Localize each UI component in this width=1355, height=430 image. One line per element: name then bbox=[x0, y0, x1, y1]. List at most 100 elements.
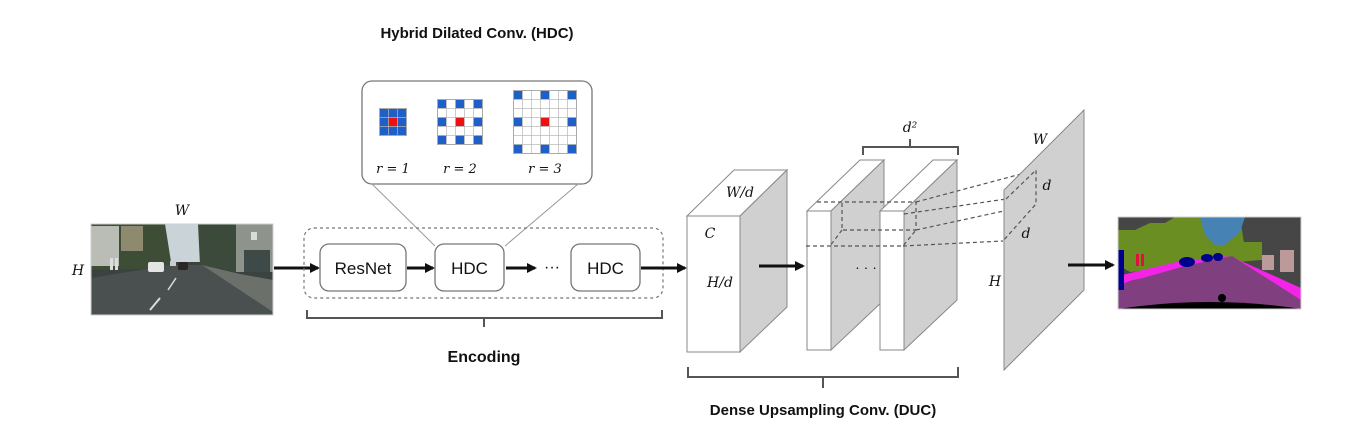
kernel-cell bbox=[540, 135, 550, 145]
kernel-label-r2: r = 2 bbox=[443, 162, 477, 177]
kernel-cell bbox=[531, 108, 541, 118]
kernel-label-r3: r = 3 bbox=[528, 162, 562, 177]
kernel-active-cell bbox=[379, 126, 389, 136]
encoder-ellipsis: ··· bbox=[544, 259, 560, 276]
kernel-center-cell bbox=[540, 117, 550, 127]
kernel-cell bbox=[513, 99, 523, 109]
kernel-cell bbox=[549, 90, 559, 100]
kernel-cell bbox=[522, 108, 532, 118]
duc-ellipsis: · · · bbox=[855, 259, 877, 275]
kernel-center-cell bbox=[455, 117, 465, 127]
kernel-cell bbox=[513, 135, 523, 145]
input-image bbox=[90, 223, 274, 316]
callout-line-left bbox=[371, 183, 436, 247]
kernel-cell bbox=[522, 135, 532, 145]
kernel-cell bbox=[473, 108, 483, 118]
kernel-active-cell bbox=[513, 117, 523, 127]
duc-slab-2 bbox=[878, 158, 959, 352]
kernel-cell bbox=[549, 99, 559, 109]
kernel-cell bbox=[464, 135, 474, 145]
kernel-active-cell bbox=[397, 117, 407, 127]
output-height-label: H bbox=[988, 274, 1002, 290]
kernel-cell bbox=[567, 108, 577, 118]
kernel-cell bbox=[522, 117, 532, 127]
hdc-callout: r = 1 r = 2 r = 3 bbox=[361, 80, 593, 247]
duc-slab-1 bbox=[805, 158, 886, 352]
kernel-active-cell bbox=[437, 135, 447, 145]
kernel-cell bbox=[567, 126, 577, 136]
hdc-1-label: HDC bbox=[451, 259, 488, 278]
kernel-cell bbox=[464, 108, 474, 118]
kernel-cell bbox=[540, 108, 550, 118]
kernel-active-cell bbox=[473, 117, 483, 127]
kernel-cell bbox=[540, 99, 550, 109]
kernel-cell bbox=[558, 108, 568, 118]
kernel-cell bbox=[549, 117, 559, 127]
kernel-cell bbox=[437, 108, 447, 118]
kernel-cell bbox=[464, 99, 474, 109]
kernel-cell bbox=[464, 126, 474, 136]
kernel-cell bbox=[549, 126, 559, 136]
channels-label: d² bbox=[903, 120, 918, 136]
output-d-label-1: d bbox=[1043, 178, 1052, 194]
encoding-brace bbox=[306, 310, 663, 327]
kernel-cell bbox=[549, 135, 559, 145]
kernel-cell bbox=[464, 117, 474, 127]
kernel-active-cell bbox=[455, 135, 465, 145]
kernel-active-cell bbox=[397, 126, 407, 136]
kernel-border bbox=[379, 108, 407, 136]
kernel-label-r1: r = 1 bbox=[376, 162, 410, 177]
kernel-cell bbox=[446, 126, 456, 136]
hdc-title: Hybrid Dilated Conv. (HDC) bbox=[380, 25, 573, 42]
kernel-cell bbox=[558, 117, 568, 127]
output-plane: W d d H bbox=[988, 108, 1085, 372]
kernel-cell bbox=[531, 117, 541, 127]
channels-brace bbox=[862, 139, 959, 155]
kernel-cell bbox=[522, 90, 532, 100]
resnet-label: ResNet bbox=[335, 259, 392, 278]
segmentation-output-image bbox=[1117, 216, 1302, 310]
hdc-block-1: HDC bbox=[434, 243, 505, 292]
kernel-active-cell bbox=[540, 144, 550, 154]
kernel-active-cell bbox=[567, 117, 577, 127]
kernel-cell bbox=[522, 144, 532, 154]
kernel-cell bbox=[437, 126, 447, 136]
kernel-cell bbox=[446, 135, 456, 145]
kernel-active-cell bbox=[437, 117, 447, 127]
kernel-active-cell bbox=[473, 135, 483, 145]
kernel-active-cell bbox=[473, 99, 483, 109]
kernel-cell bbox=[531, 90, 541, 100]
kernel-center-cell bbox=[388, 117, 398, 127]
feature-map-block: W/d C H/d bbox=[685, 168, 789, 354]
kernel-border bbox=[437, 99, 483, 145]
featuremap-channel-label: C bbox=[705, 226, 716, 242]
kernel-grid-r1 bbox=[379, 108, 407, 136]
resnet-block: ResNet bbox=[319, 243, 407, 292]
kernel-cell bbox=[446, 108, 456, 118]
kernel-cell bbox=[513, 108, 523, 118]
kernel-active-cell bbox=[397, 108, 407, 118]
kernel-cell bbox=[558, 126, 568, 136]
featuremap-height-label: H/d bbox=[706, 275, 733, 291]
duc-brace bbox=[687, 367, 959, 388]
kernel-grid-r3 bbox=[513, 90, 577, 154]
kernel-cell bbox=[531, 99, 541, 109]
output-width-label: W bbox=[1033, 132, 1049, 148]
kernel-active-cell bbox=[455, 99, 465, 109]
kernel-cell bbox=[567, 135, 577, 145]
kernel-active-cell bbox=[540, 90, 550, 100]
kernel-active-cell bbox=[388, 126, 398, 136]
kernel-active-cell bbox=[513, 90, 523, 100]
kernel-active-cell bbox=[388, 108, 398, 118]
kernel-active-cell bbox=[437, 99, 447, 109]
featuremap-width-label: W/d bbox=[726, 185, 754, 201]
hdc-block-2: HDC bbox=[570, 243, 641, 292]
kernel-active-cell bbox=[567, 144, 577, 154]
duc-label: Dense Upsampling Conv. (DUC) bbox=[710, 402, 936, 419]
encoding-label: Encoding bbox=[448, 349, 521, 366]
output-d-label-2: d bbox=[1022, 226, 1031, 242]
kernel-cell bbox=[549, 144, 559, 154]
kernel-cell bbox=[446, 117, 456, 127]
kernel-cell bbox=[558, 144, 568, 154]
